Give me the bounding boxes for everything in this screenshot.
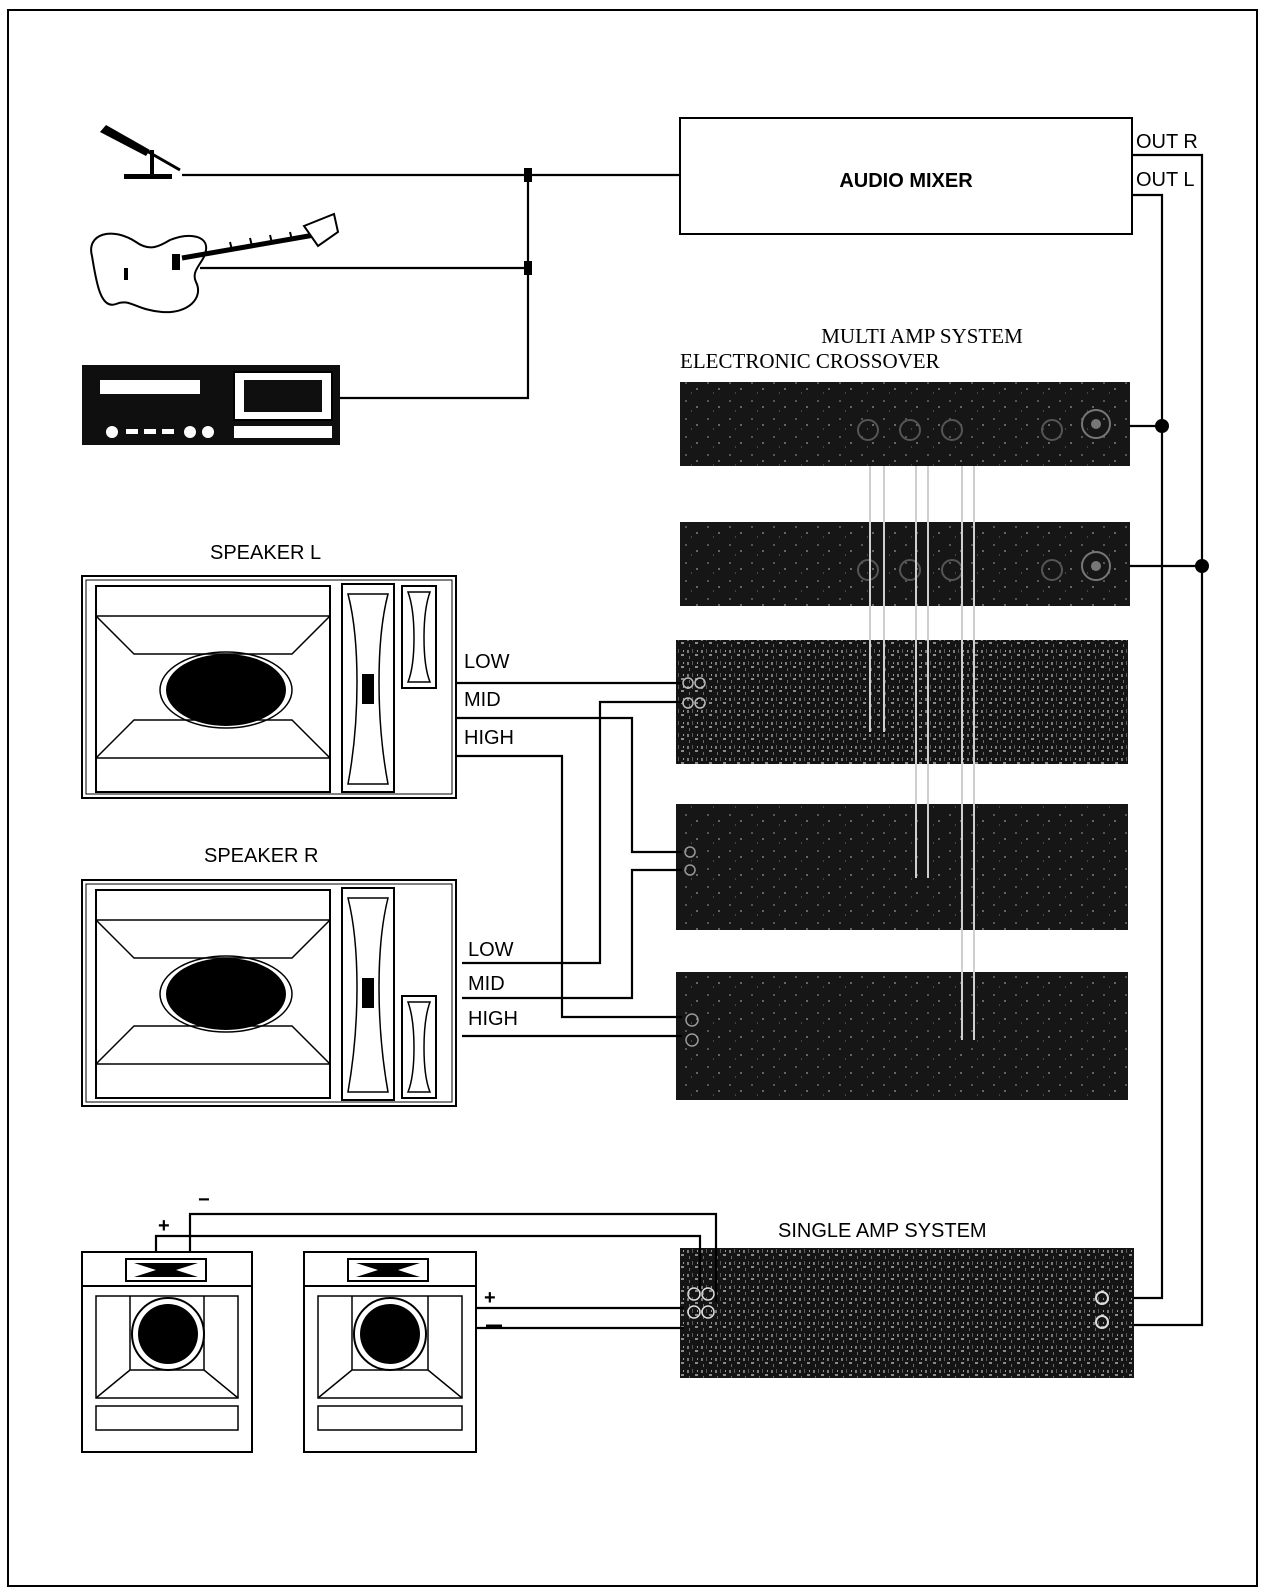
- microphone-icon: [100, 125, 180, 179]
- out-l-label: OUT L: [1136, 169, 1195, 191]
- audio-mixer-label: AUDIO MIXER: [839, 170, 973, 192]
- cassette-deck-icon: [82, 365, 340, 445]
- speaker-r-high-label: HIGH: [468, 1008, 518, 1030]
- speaker-l-high-label: HIGH: [464, 727, 514, 749]
- power-amplifier-icon: [676, 972, 1128, 1100]
- three-way-speaker-icon: [82, 576, 456, 798]
- electronic-crossover-label: ELECTRONIC CROSSOVER: [680, 349, 940, 373]
- single-amp-wiring: [156, 1214, 716, 1328]
- left-plus-label: +: [158, 1215, 170, 1237]
- two-way-speaker-icon: [304, 1252, 476, 1452]
- three-way-speaker-icon: [82, 880, 456, 1106]
- power-amplifier-icon: [676, 640, 1128, 764]
- speaker-r-low-label: LOW: [468, 939, 514, 961]
- crossover-unit-icon: [680, 522, 1130, 606]
- wire-junction: [524, 261, 532, 275]
- wire-junction: [524, 168, 532, 182]
- out-r-label: OUT R: [1136, 131, 1198, 153]
- multi-amp-system-label: MULTI AMP SYSTEM: [821, 324, 1023, 348]
- single-amp-system-label: SINGLE AMP SYSTEM: [778, 1220, 987, 1242]
- two-way-speaker-icon: [82, 1252, 252, 1452]
- speaker-l-low-label: LOW: [464, 651, 510, 673]
- guitar-icon: [91, 214, 338, 312]
- speaker-l-mid-label: MID: [464, 689, 501, 711]
- crossover-unit-icon: [680, 382, 1130, 466]
- wire-junction: [1195, 559, 1209, 573]
- power-amplifier-icon: [676, 804, 1128, 930]
- speaker-r-mid-label: MID: [468, 973, 505, 995]
- speaker-l-label: SPEAKER L: [210, 542, 321, 564]
- speaker-r-label: SPEAKER R: [204, 845, 318, 867]
- wire-junction: [1155, 419, 1169, 433]
- power-amplifier-icon: [680, 1248, 1134, 1378]
- left-minus-label: −: [198, 1189, 210, 1211]
- right-plus-label: +: [484, 1287, 496, 1309]
